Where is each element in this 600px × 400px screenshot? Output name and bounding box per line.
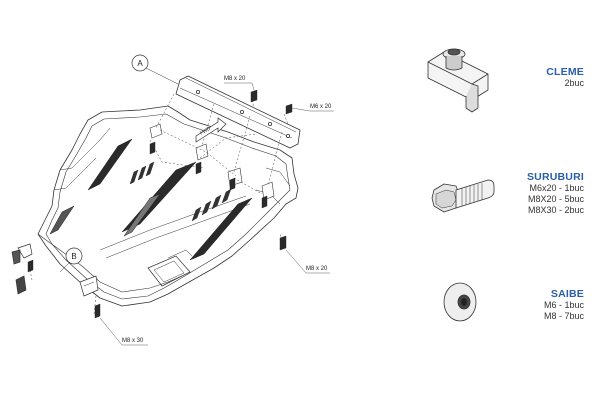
callout-b: B	[59, 247, 83, 273]
bracket-b	[11, 243, 99, 297]
saibe-line: M6 - 1buc	[543, 300, 584, 310]
bolt-icon	[279, 235, 287, 251]
bolt-icon	[195, 161, 202, 175]
saibe-line: M8 - 7buc	[543, 311, 584, 321]
svg-text:B: B	[71, 252, 76, 261]
bracket-a	[175, 75, 301, 149]
screw-icon	[431, 179, 495, 213]
cleme-qty: 2buc	[564, 78, 584, 88]
svg-text:M6 x 20: M6 x 20	[310, 104, 332, 110]
bolt-icon	[261, 195, 268, 209]
parts-saibe: SAIBE M6 - 1buc M8 - 7buc	[544, 288, 584, 322]
fwd-label: FWD	[199, 126, 212, 137]
cleme-title: CLEME	[546, 66, 584, 78]
suruburi-line: M8X20 - 5buc	[527, 194, 584, 204]
fastener-label-m8x20-top: M8 x 20	[224, 76, 255, 91]
bolt-icon	[285, 103, 293, 115]
stiffening-slots	[49, 138, 253, 261]
svg-text:A: A	[137, 59, 143, 68]
bolts	[27, 89, 293, 319]
callout-a: A	[131, 54, 179, 85]
parts-suruburi: SURUBURI M6x20 - 1buc M8X20 - 5buc M8X30…	[527, 171, 584, 216]
fastener-label-m8x30: M8 x 30	[99, 317, 148, 346]
parts-cleme: CLEME 2buc	[546, 66, 584, 89]
bolt-icon	[94, 303, 101, 319]
svg-text:M8 x 20: M8 x 20	[224, 76, 246, 82]
fastener-label-m8x20-right: M8 x 20	[285, 249, 330, 274]
bolt-icon	[27, 259, 34, 273]
bolt-icon	[229, 177, 236, 191]
skid-plate	[37, 105, 299, 307]
fastener-label-m6x20: M6 x 20	[291, 104, 334, 112]
fwd-arrow: FWD	[195, 117, 227, 143]
svg-text:M8 x 20: M8 x 20	[306, 266, 328, 272]
vent-slots	[129, 161, 232, 222]
suruburi-line: M6x20 - 1buc	[529, 183, 584, 193]
suruburi-line: M8X30 - 2buc	[527, 205, 584, 215]
washer-icon	[443, 282, 477, 322]
bolt-icon	[250, 89, 258, 103]
drain-hatch	[147, 249, 193, 287]
suruburi-title: SURUBURI	[526, 171, 584, 183]
clamp-icon	[427, 48, 489, 113]
saibe-title: SAIBE	[550, 288, 584, 300]
bolt-icon	[149, 141, 156, 155]
svg-text:M8 x 30: M8 x 30	[122, 338, 144, 344]
